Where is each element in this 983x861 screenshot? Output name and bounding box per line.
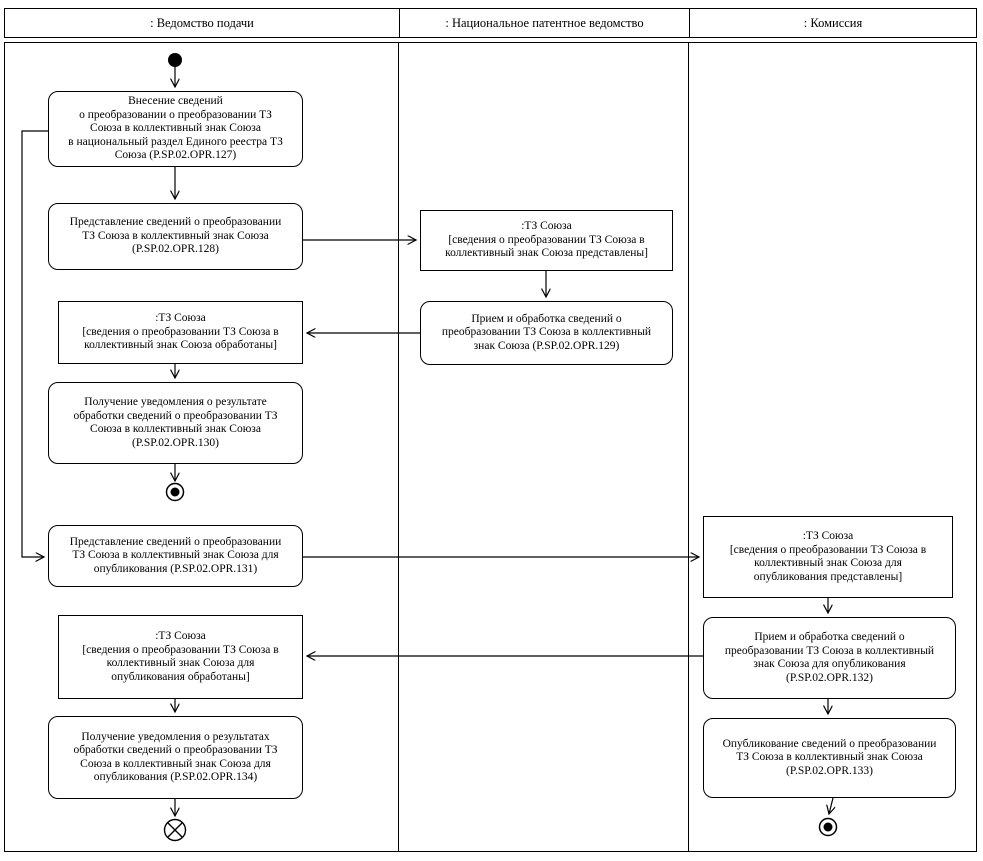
activity-opr134: Получение уведомления о результатах обра… [48,716,303,799]
swimlane-header-row: : Ведомство подачи : Национальное патент… [4,8,977,38]
lane-header-komissiya: : Комиссия [689,9,976,37]
object-tz-soyuza-obrabotany: :ТЗ Союза [сведения о преобразовании ТЗ … [58,301,303,364]
activity-opr131: Представление сведений о преобразовании … [48,525,303,587]
activity-opr129: Прием и обработка сведений о преобразова… [420,301,673,365]
lane-header-label: : Национальное патентное ведомство [445,15,644,30]
activity-opr132: Прием и обработка сведений о преобразова… [703,617,956,699]
activity-opr127: Внесение сведений о преобразовании о пре… [48,91,303,167]
object-tz-soyuza-predstavleny: :ТЗ Союза [сведения о преобразовании ТЗ … [420,210,673,271]
lane-header-vedomstvo-podachi: : Ведомство подачи [5,9,399,37]
activity-opr128: Представление сведений о преобразовании … [48,203,303,270]
activity-opr133: Опубликование сведений о преобразовании … [703,718,956,798]
lane-divider-2 [688,42,689,852]
lane-header-nac-patent-vedomstvo: : Национальное патентное ведомство [399,9,689,37]
object-tz-soyuza-publ-obrabotany: :ТЗ Союза [сведения о преобразовании ТЗ … [58,615,303,699]
object-tz-soyuza-publ-predstavleny: :ТЗ Союза [сведения о преобразовании ТЗ … [703,516,953,598]
diagram-body [4,42,977,852]
lane-divider-1 [398,42,399,852]
lane-header-label: : Комиссия [803,15,863,30]
lane-header-label: : Ведомство подачи [150,15,254,30]
activity-opr130: Получение уведомления о результате обраб… [48,382,303,464]
